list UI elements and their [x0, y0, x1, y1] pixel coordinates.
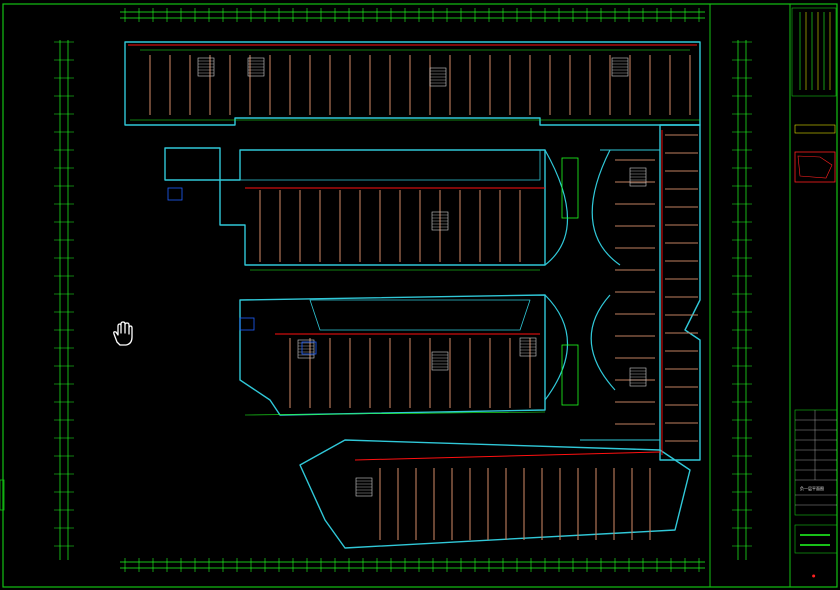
outer-frame: [2, 3, 838, 588]
red-stamp: ●: [812, 573, 816, 578]
keyplan-thumbnail: [794, 151, 836, 183]
frame-tab: [0, 479, 5, 511]
stairwells: [167, 57, 647, 497]
dimension-lines: [54, 8, 752, 572]
drawing-title: 负一层平面图: [800, 485, 824, 491]
title-block: 负一层平面图 ●: [791, 7, 838, 578]
floor-plan: [124, 41, 701, 549]
room-partitions: [130, 55, 700, 540]
escalators: [561, 157, 579, 406]
hand-pan-icon[interactable]: [108, 320, 136, 348]
